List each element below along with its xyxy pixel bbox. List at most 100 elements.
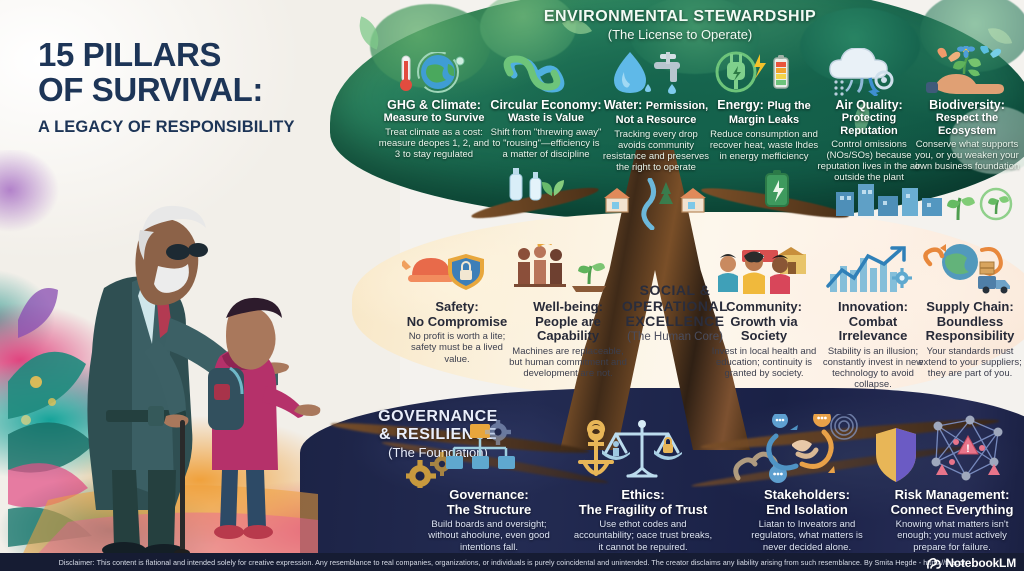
pillar-name: Energy: <box>717 98 764 112</box>
title-line-2: OF SURVIVAL: <box>38 70 263 108</box>
pillar-body: Treat climate as a cost: measure deopes … <box>378 126 490 160</box>
pillar-supply-chain: Supply Chain: Boundless Responsibility Y… <box>916 299 1024 379</box>
cloud-emissions-icon <box>822 48 908 96</box>
section-title-governance-l1: GOVERNANCE <box>378 408 498 425</box>
pillar-name: Community: <box>726 299 802 314</box>
pillar-air-quality: Air Quality: Protecting Reputation Contr… <box>812 98 926 183</box>
infinity-recycle-icon <box>500 55 570 93</box>
pillar-tag: People are Capability <box>535 313 601 344</box>
pillar-name: Water: <box>603 98 643 112</box>
section-subtitle-social: (The Human Core) <box>627 331 723 344</box>
pillar-ghg-climate: GHG & Climate: Measure to Survive Treat … <box>378 98 490 160</box>
village-river-scene <box>588 177 748 231</box>
pillar-body: Use ethot codes and accountability; oace… <box>573 519 713 553</box>
pillar-tag: The Fragility of Trust <box>578 501 708 517</box>
battery-leaf-scene <box>752 168 808 210</box>
pillar-title: Circular Economy: Waste is Value <box>489 98 603 125</box>
pillar-body: Stability is an illusion; constantly inv… <box>822 346 924 391</box>
pillar-energy: Energy: Plug the Margin Leaks Reduce con… <box>708 98 820 162</box>
pillar-name: Ethics: <box>621 487 665 502</box>
pillar-tag: Plug the Margin Leaks <box>728 100 811 127</box>
section-title-governance-l2: & RESILIENCE <box>378 425 497 443</box>
pillar-stakeholders: Stakeholders: End Isolation Liatan to In… <box>742 487 872 553</box>
pillar-body: Shift from "threwing away" to "rousing"—… <box>490 126 602 160</box>
notebooklm-icon <box>927 557 942 569</box>
pillar-name: Innovation: <box>837 299 909 314</box>
pillar-tag: Combat Irrelevance <box>838 313 908 344</box>
pillar-tag: Waste is Value <box>507 112 585 125</box>
pillar-title: Energy: Plug the Margin Leaks <box>708 98 820 127</box>
people-growth-icon <box>510 244 616 294</box>
pillar-body: Reduce consumption and recover heat, was… <box>709 128 819 163</box>
stakeholder-dialogue-icon <box>730 414 860 490</box>
hand-plant-butterfly-icon <box>920 46 1012 96</box>
pillar-name: Air Quality: <box>835 98 903 112</box>
pillar-circular-economy: Circular Economy: Waste is Value Shift f… <box>489 98 603 160</box>
pillar-ethics: Ethics: The Fragility of Trust Use ethot… <box>572 487 714 553</box>
pillar-body: Knowing what matters isn't enough; you m… <box>895 519 1009 553</box>
scales-anchor-icon <box>572 416 704 490</box>
pillar-title: Biodiversity: Respect the Ecosystem <box>910 98 1024 137</box>
pillar-tag: Growth via Society <box>730 313 798 344</box>
section-heading-environmental: ENVIRONMENTAL STEWARDSHIP (The License t… <box>520 8 840 43</box>
org-chart-gears-icon <box>406 420 530 488</box>
pillar-title: Community: Growth via Society <box>708 299 820 344</box>
pillar-body: Invest in local health and education; co… <box>711 346 817 380</box>
pillar-community: Community: Growth via Society Invest in … <box>708 299 820 380</box>
title-line-1: 15 PILLARS <box>38 36 222 73</box>
pillar-name: Risk Management: <box>894 487 1010 502</box>
section-title-social-l2: OPERATIONAL <box>621 297 729 314</box>
water-droplet-tap-icon <box>604 48 690 96</box>
community-people-icon <box>714 246 810 294</box>
pillar-body: Build boards and oversight; without ahoo… <box>428 519 550 553</box>
pillar-name: Supply Chain: <box>926 299 1014 314</box>
pillar-title: Innovation: Combat Irrelevance <box>818 299 928 344</box>
pillar-title: Supply Chain: Boundless Responsibility <box>916 299 1024 344</box>
innovation-chart-gear-icon <box>822 244 916 294</box>
pillar-title: Stakeholders: End Isolation <box>742 487 872 517</box>
pillar-safety: Safety: No Compromise No profit is worth… <box>400 299 514 365</box>
shield-network-alert-icon: ! <box>872 414 1012 488</box>
svg-text:!: ! <box>966 443 970 455</box>
city-skyline-scene <box>830 176 950 216</box>
pillar-tag: Connect Everything <box>890 501 1014 517</box>
pillar-body: No profit is worth a lite; safety must b… <box>408 331 506 365</box>
pillar-body: Control omissions (NOs/SOs) because repu… <box>817 138 921 184</box>
pillar-name: Well-being: <box>533 299 603 314</box>
pillar-title: Governance: The Structure <box>424 487 554 517</box>
pillar-name: Stakeholders: <box>764 487 850 502</box>
pillar-title: Air Quality: Protecting Reputation <box>812 98 926 137</box>
supply-chain-truck-icon <box>916 240 1020 294</box>
page-subtitle: A LEGACY OF RESPONSIBILITY <box>38 118 295 136</box>
pillar-body: Tracking every drop avoids community res… <box>602 128 710 174</box>
pillar-body: Conserve what supports you, or you weake… <box>914 138 1020 173</box>
pillar-title: GHG & Climate: Measure to Survive <box>378 98 490 125</box>
disclaimer-bar: Disclaimer: This content is flational an… <box>0 553 1024 571</box>
pillar-name: Circular Economy: <box>490 98 602 112</box>
pillar-tag: Permission, Not a Resource <box>615 100 709 127</box>
section-title-social-l1: SOCIAL & <box>639 282 711 298</box>
pillar-tag: End Isolation <box>766 501 848 517</box>
boy-with-backpack-figure <box>208 297 321 539</box>
pillar-tag: Respect the Ecosystem <box>935 112 999 137</box>
pillar-name: GHG & Climate: <box>387 98 481 112</box>
illustration-man-and-boy <box>0 170 328 564</box>
notebooklm-watermark: NotebookLM <box>926 556 1016 570</box>
section-heading-social: SOCIAL & OPERATIONAL EXCELLENCE (The Hum… <box>605 282 745 345</box>
helmet-shield-lock-icon <box>402 248 498 294</box>
section-title-environmental: ENVIRONMENTAL STEWARDSHIP <box>543 8 817 25</box>
pillar-tag: Protecting Reputation <box>840 112 898 137</box>
pillar-name: Governance: <box>449 487 529 502</box>
pillar-title: Ethics: The Fragility of Trust <box>572 487 714 517</box>
pillar-water: Water: Permission, Not a Resource Tracki… <box>600 98 712 173</box>
pillar-tag: No Compromise <box>406 313 508 329</box>
page-title: 15 PILLARS OF SURVIVAL: <box>38 36 358 108</box>
pillar-title: Risk Management: Connect Everything <box>882 487 1022 517</box>
pillar-risk-management: Risk Management: Connect Everything Know… <box>882 487 1022 553</box>
pillar-title: Water: Permission, Not a Resource <box>600 98 712 127</box>
section-subtitle-environmental: (The License to Operate) <box>607 26 753 42</box>
pillar-body: Machines are replaceable, but human comm… <box>509 346 627 380</box>
section-title-social-l3: EXCELLENCE <box>625 313 725 330</box>
pillar-title: Safety: No Compromise <box>400 299 514 329</box>
